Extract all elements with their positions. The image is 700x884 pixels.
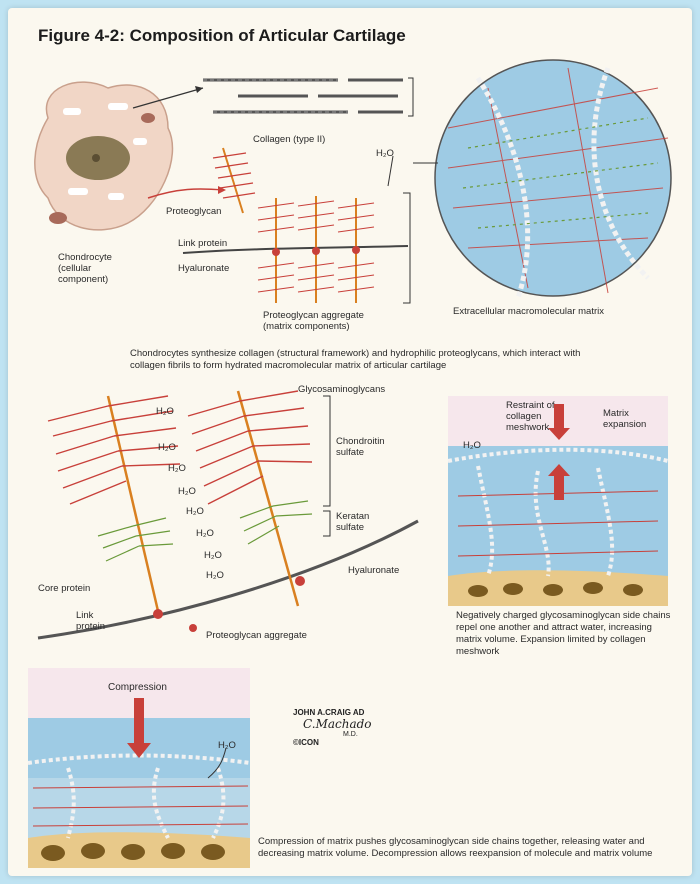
mid-h2o-4: H₂O	[178, 486, 196, 497]
link-protein-label: Link protein	[178, 238, 227, 249]
proteoglycan-label: Proteoglycan	[166, 206, 221, 217]
ecm-circle	[435, 60, 671, 298]
mid-h2o-8: H₂O	[206, 570, 224, 581]
collagen-fibrils	[203, 80, 403, 112]
top-h2o-label: H₂O	[376, 148, 394, 159]
figure-title: Figure 4-2: Composition of Articular Car…	[38, 26, 406, 46]
mid-h2o-1: H₂O	[156, 406, 174, 417]
bottom-caption: Compression of matrix pushes glycosamino…	[258, 836, 683, 860]
hyaluronate-mid-label: Hyaluronate	[348, 565, 399, 576]
compression-panel	[28, 668, 250, 868]
inset-h2o-label: H₂O	[463, 440, 481, 451]
expansion-label: Matrix expansion	[603, 408, 646, 430]
keratan-label: Keratan sulfate	[336, 511, 369, 533]
top-caption: Chondrocytes synthesize collagen (struct…	[130, 348, 600, 372]
restraint-label: Restraint of collagen meshwork	[506, 400, 555, 433]
mid-h2o-5: H₂O	[186, 506, 204, 517]
signature-line-1: JOHN A.CRAIG AD	[293, 708, 393, 717]
signature-line-3: M.D.	[343, 731, 393, 738]
figure-page: Figure 4-2: Composition of Articular Car…	[8, 8, 692, 876]
mid-h2o-6: H₂O	[196, 528, 214, 539]
mid-h2o-2: H₂O	[158, 442, 176, 453]
bottom-h2o-label: H₂O	[218, 740, 236, 751]
ecm-label: Extracellular macromolecular matrix	[453, 306, 604, 317]
inset-caption: Negatively charged glycosaminoglycan sid…	[456, 610, 678, 658]
gag-label: Glycosaminoglycans	[298, 384, 385, 395]
signature-line-2: C.Machado	[303, 717, 393, 731]
compression-label: Compression	[108, 682, 167, 693]
mid-h2o-3: H₂O	[168, 463, 186, 474]
collagen-label: Collagen (type II)	[253, 134, 325, 145]
chondroitin-label: Chondroitin sulfate	[336, 436, 385, 458]
core-protein-label: Core protein	[38, 583, 90, 594]
chondrocyte-cell	[35, 82, 173, 230]
aggregate-label: Proteoglycan aggregate (matrix component…	[263, 310, 364, 332]
aggregate-mid-label: Proteoglycan aggregate	[206, 630, 307, 641]
hyaluronate-label: Hyaluronate	[178, 263, 229, 274]
mid-h2o-7: H₂O	[204, 550, 222, 561]
link-protein-mid-label: Link protein	[76, 610, 105, 632]
chondrocyte-label: Chondrocyte (cellular component)	[58, 252, 112, 285]
artist-signature: JOHN A.CRAIG AD C.Machado M.D. ©ICON	[293, 708, 393, 768]
proteoglycan-molecule	[213, 148, 255, 213]
signature-line-4: ©ICON	[293, 738, 393, 747]
